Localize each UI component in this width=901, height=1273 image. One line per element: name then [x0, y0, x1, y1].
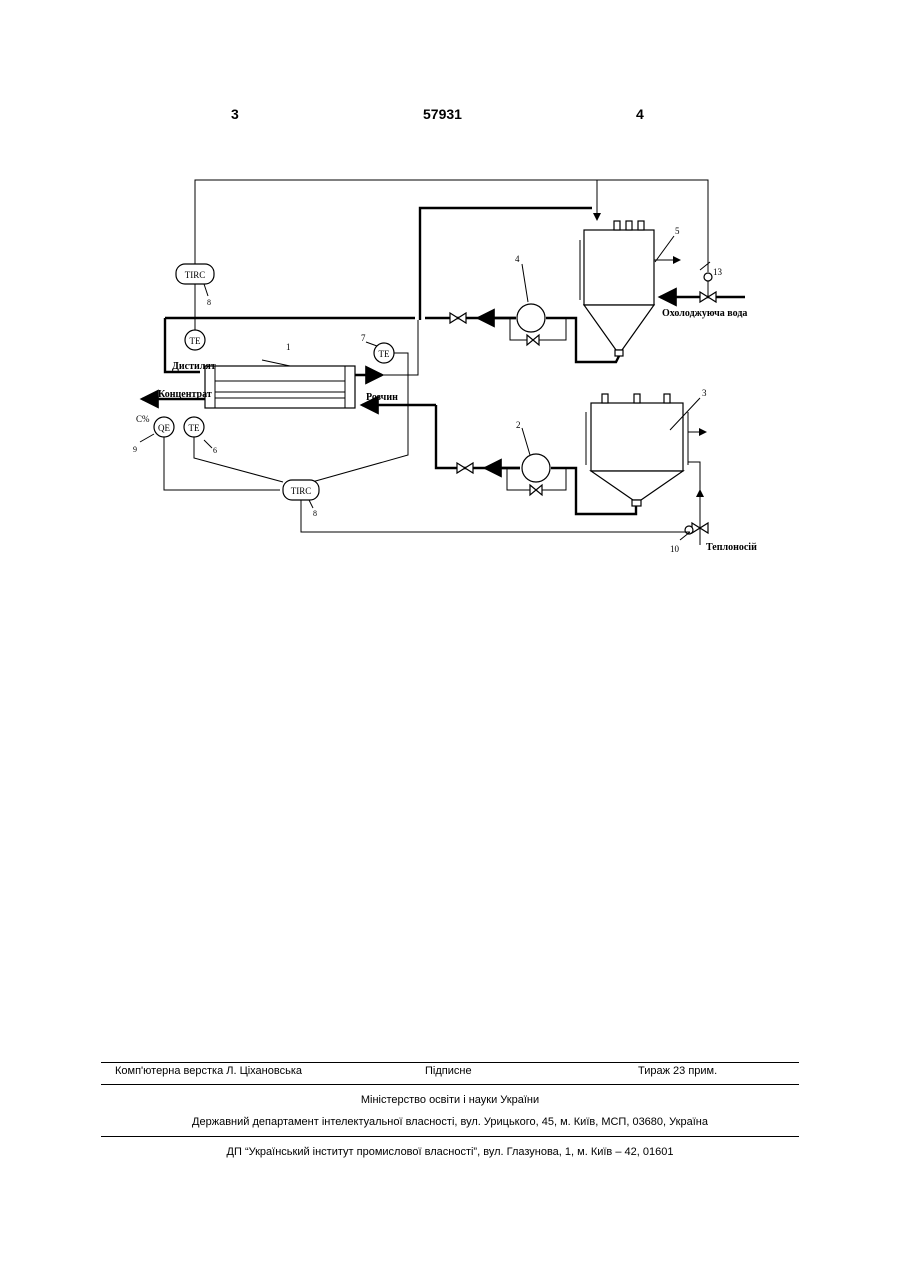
institute-line: ДП “Український інститут промислової вла… — [101, 1146, 799, 1158]
tirc-bottom-label: TIRC — [291, 486, 312, 496]
pump-2 — [507, 454, 566, 495]
number-3: 3 — [702, 388, 707, 398]
footer-rule-top — [101, 1062, 799, 1063]
number-8-top: 8 — [207, 298, 211, 307]
number-7: 7 — [361, 333, 366, 343]
footer-rule-mid — [101, 1084, 799, 1085]
distillate-label: Дистилят — [172, 361, 216, 372]
number-13: 13 — [713, 267, 723, 277]
leader-9 — [140, 434, 154, 442]
number-10: 10 — [670, 544, 680, 554]
number-4: 4 — [515, 254, 520, 264]
number-6: 6 — [213, 446, 217, 455]
leader-6 — [204, 440, 212, 448]
solution-label: Розчин — [366, 392, 398, 403]
leader-2 — [522, 428, 530, 455]
qe-label: QE — [158, 423, 170, 433]
membrane-module-1 — [205, 360, 355, 408]
signed-note: Підписне — [425, 1065, 472, 1077]
qe-signal — [164, 437, 280, 490]
distillate-return-line — [420, 208, 592, 320]
concentrate-label: Концентрат — [158, 389, 212, 400]
number-9: 9 — [133, 445, 137, 454]
number-1: 1 — [286, 342, 291, 352]
tank-3 — [586, 394, 688, 506]
te-low-label: TE — [189, 423, 200, 433]
circulation-note: Тираж 23 прим. — [638, 1065, 717, 1077]
control-valve-13 — [700, 273, 716, 302]
layout-credit: Комп'ютерна верстка Л. Ціхановська — [115, 1065, 302, 1077]
process-diagram: TIRC TE TE QE TE TIRC 1 2 3 4 5 6 7 8 8 … — [0, 0, 901, 600]
te-mid-label: TE — [379, 349, 390, 359]
heat-carrier-label: Теплоносій — [706, 542, 757, 553]
tirc-top-label: TIRC — [185, 270, 206, 280]
cooling-water-label: Охолоджуюча вода — [662, 308, 747, 319]
number-5: 5 — [675, 226, 680, 236]
leader-5 — [655, 236, 674, 262]
ministry-line: Міністерство освіти і науки України — [101, 1094, 799, 1106]
number-8-bottom: 8 — [313, 509, 317, 518]
valve-pump4 — [450, 313, 466, 323]
c-percent-label: C% — [136, 414, 150, 424]
number-2: 2 — [516, 420, 521, 430]
department-line: Державний департамент інтелектуальної вл… — [101, 1116, 799, 1128]
footer-rule-bottom — [101, 1136, 799, 1137]
solution-line — [436, 405, 520, 468]
te-left-label: TE — [190, 336, 201, 346]
leader-10 — [680, 532, 690, 540]
tank-5 — [580, 221, 654, 356]
valve-pump2 — [457, 463, 473, 473]
leader-7 — [366, 342, 377, 346]
leader-4 — [522, 264, 528, 302]
pump-4 — [510, 304, 566, 345]
